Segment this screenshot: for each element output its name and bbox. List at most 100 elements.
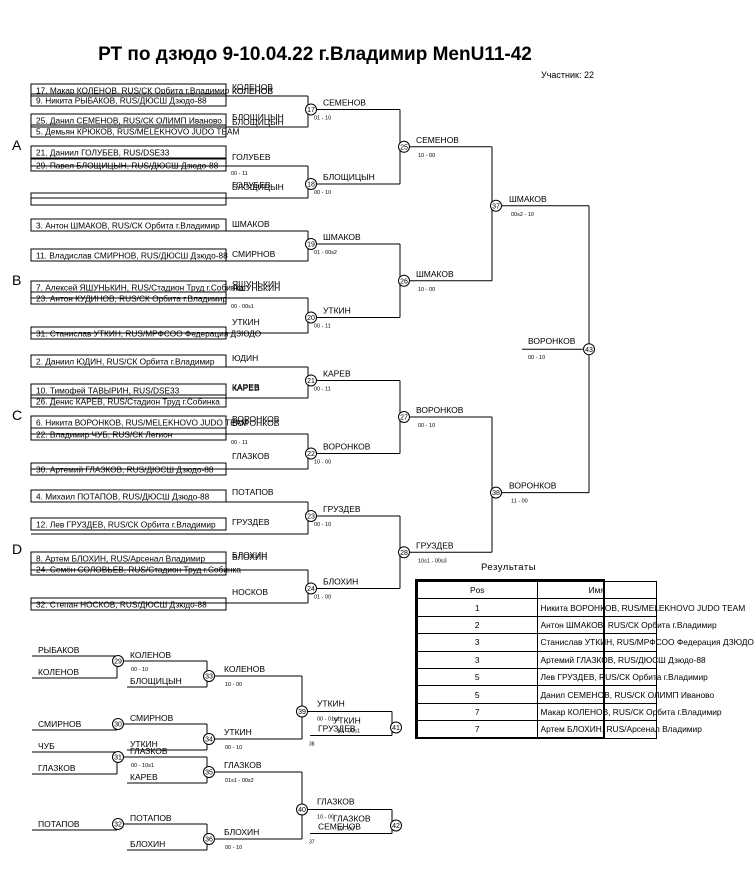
match-number: 41: [392, 725, 400, 732]
match-number-circle: [305, 447, 317, 460]
round2-winner: БЛОЩИЦЫН: [323, 172, 375, 182]
entry-box: [30, 517, 227, 531]
round2-winner: ШМАКОВ: [323, 232, 361, 242]
match-score: 00 - 00s1: [231, 304, 254, 310]
match-score: 10s1 - 00s3: [418, 558, 447, 564]
results-name: Данил СЕМЕНОВ, RUS/СК ОЛИМП Иваново: [536, 685, 714, 704]
entry-name: 4. Михаил ПОТАПОВ, RUS/ДЮСШ Дзюдо-88: [36, 492, 210, 502]
entry-name: 2. Даниил ЮДИН, RUS/СК Орбита г.Владимир: [36, 357, 215, 367]
match-score: 10 - 00: [337, 827, 354, 833]
round2-winner: ГРУЗДЕВ: [323, 504, 361, 514]
results-title: Результаты: [481, 562, 537, 573]
match-number: 22: [307, 451, 315, 458]
match-number-circle: [398, 411, 410, 423]
match-number: 38: [492, 490, 500, 497]
round3-winner: ВОРОНКОВ: [416, 405, 464, 415]
match-score: 00 - 10: [528, 355, 545, 361]
round1-winner: КОЛЕНОВ: [232, 82, 273, 92]
entry-name: 11. Владислав СМИРНОВ, RUS/ДЮСШ Дзюдо-88: [36, 251, 228, 261]
round1-winner: КАРЕВ: [232, 383, 260, 393]
match-score: 01 - 00s2: [314, 250, 337, 256]
match-number: 42: [392, 823, 400, 830]
round1-winner: ВОРОНКОВ: [232, 418, 280, 428]
match-number: 17: [307, 107, 315, 114]
round3-winner: ШМАКОВ: [416, 269, 454, 279]
round1-winner: ВОРОНКОВ: [232, 414, 280, 424]
match-number: 43: [585, 347, 593, 354]
entry-name: 6. Никита ВОРОНКОВ, RUS/MELEKHOVO JUDO T…: [36, 418, 248, 428]
match-score: 00 - 11: [231, 440, 248, 446]
match-score: 00 - 10: [418, 423, 435, 429]
match-number: 25: [400, 144, 408, 151]
match-score: 11 - 00: [511, 499, 528, 505]
round1-winner: ГОЛУБЕВ: [232, 180, 271, 190]
match-number-circle: [112, 818, 124, 830]
entry-name: 3. Антон ШМАКОВ, RUS/СК Орбита г.Владими…: [36, 221, 220, 231]
results-pos: 5: [417, 685, 538, 704]
entry-name: 12. Лев ГРУЗДЕВ, RUS/СК Орбита г.Владими…: [36, 520, 216, 530]
round1-winner: ЯШУНЬКИН: [232, 279, 280, 289]
match-number-circle: [296, 803, 308, 816]
match-number: 27: [400, 415, 408, 422]
results-pos: 3: [417, 650, 538, 669]
repechage-winner: БЛОХИН: [130, 839, 165, 849]
match-score: 00 - 10s1: [131, 763, 154, 769]
results-pos: 7: [417, 702, 538, 722]
repechage-entry: РЫБАКОВ: [38, 645, 80, 655]
match-number-circle: [112, 655, 124, 667]
match-number-circle: [490, 199, 502, 212]
bronze-winner: УТКИН: [333, 716, 361, 726]
bronze-opponent: СЕМЕНОВ: [318, 822, 361, 832]
match-number: 23: [307, 514, 315, 521]
repechage-winner: ГЛАЗКОВ: [224, 760, 262, 770]
match-number: 37: [492, 203, 500, 210]
round1-winner: БЛОХИН: [232, 550, 267, 560]
source-match-mark: 37: [309, 840, 315, 846]
bracket-diagram: 17. Макар КОЛЕНОВ, RUS/СК Орбита г.Влади…: [30, 82, 595, 851]
page-title: РТ по дзюдо 9-10.04.22 г.Владимир MenU11…: [98, 44, 532, 65]
round1-winner: ГРУЗДЕВ: [232, 517, 270, 527]
match-number: 36: [205, 837, 213, 844]
match-number: 21: [307, 378, 315, 385]
match-number-circle: [203, 833, 215, 845]
match-number-circle: [305, 103, 317, 116]
semifinal-winner: ВОРОНКОВ: [509, 481, 557, 491]
repechage-winner: УТКИН: [317, 699, 345, 709]
match-number: 26: [400, 278, 408, 285]
match-number-circle: [390, 721, 402, 734]
results-header-name: Имя: [536, 580, 657, 600]
match-number-circle: [398, 274, 410, 287]
match-number: 33: [205, 674, 213, 681]
repechage-winner: БЛОЩИЦЫН: [130, 676, 182, 686]
entry-box: [30, 192, 227, 206]
round1-winner: ШМАКОВ: [232, 219, 270, 229]
repechage-winner: КОЛЕНОВ: [130, 650, 171, 660]
results-pos: 7: [417, 720, 538, 739]
match-score: 00 - 11: [231, 171, 248, 177]
round2-winner: БЛОХИН: [323, 577, 358, 587]
participant-count: Участник: 22: [541, 70, 594, 80]
round1-winner: КАРЕВ: [232, 382, 260, 392]
repechage-entry: ПОТАПОВ: [38, 819, 80, 829]
pool-label-a: A: [12, 137, 22, 153]
match-score: 10 - 00: [317, 815, 334, 821]
match-number: 40: [298, 807, 306, 814]
results-name: Станислав УТКИН, RUS/МРФСОО Федерация ДЗ…: [536, 633, 754, 652]
results-header-pos: Pos: [417, 580, 538, 600]
results-pos: 5: [417, 667, 538, 687]
match-number-circle: [305, 311, 317, 324]
pool-label-b: B: [12, 272, 22, 288]
match-score: 10 - 00: [418, 287, 435, 293]
match-score: 10 - 00: [418, 153, 435, 159]
round1-winner: КОЛЕНОВ: [232, 86, 273, 96]
repechage-winner: УТКИН: [224, 727, 252, 737]
semifinal-winner: ШМАКОВ: [509, 194, 547, 204]
match-number-circle: [203, 733, 215, 745]
match-number: 31: [114, 755, 122, 762]
round2-winner: УТКИН: [323, 306, 351, 316]
